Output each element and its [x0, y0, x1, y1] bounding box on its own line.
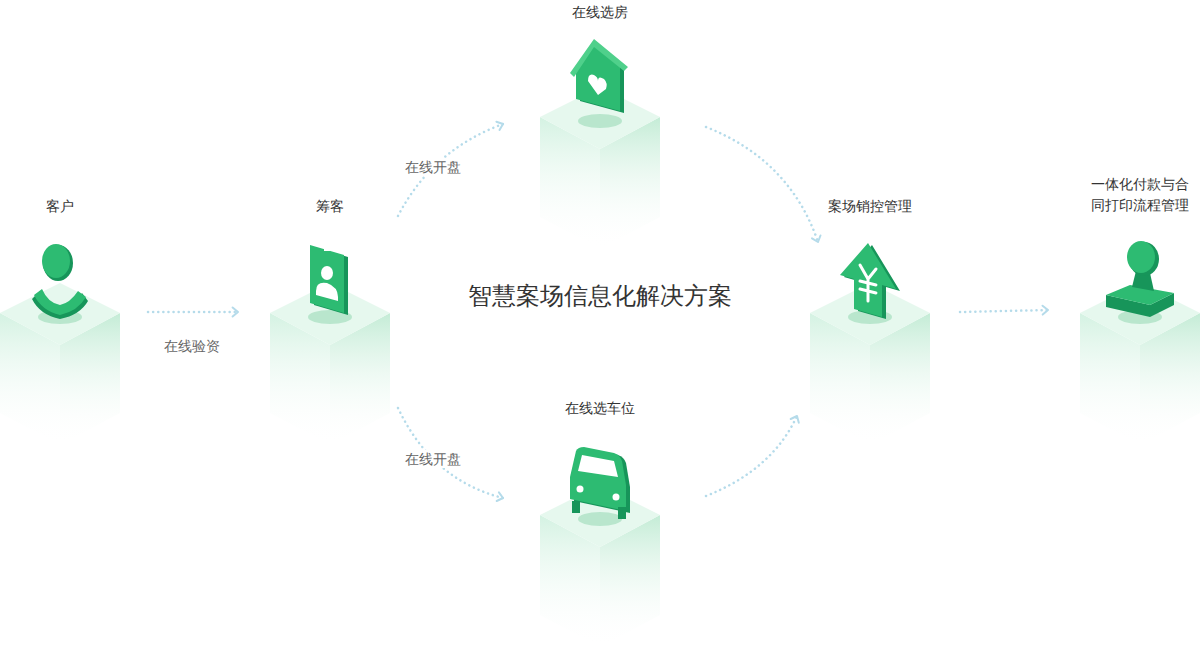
- cube-illustration: [1080, 174, 1200, 448]
- cube-illustration: [0, 196, 120, 448]
- cube-node: 在线选房: [540, 2, 660, 252]
- cube-top-face: [270, 283, 390, 345]
- node-icon: [1106, 241, 1174, 324]
- cube-node: 一体化付款与合同打印流程管理: [1080, 174, 1200, 448]
- node-label: 在线选车位: [540, 398, 660, 419]
- cube-illustration: [810, 196, 930, 448]
- icon-light: [613, 494, 620, 501]
- icon-wheel: [618, 507, 626, 519]
- icon-shadow: [578, 512, 622, 526]
- arrow-head: [812, 236, 821, 243]
- connector-line: [960, 310, 1048, 312]
- edge-label: 在线开盘: [402, 450, 464, 468]
- node-icon: [570, 39, 628, 128]
- icon-head: [43, 245, 73, 281]
- cube-top-face: [0, 283, 120, 345]
- edge-label: 在线开盘: [402, 158, 464, 176]
- icon-face: [316, 283, 338, 301]
- icon-face: [321, 266, 333, 280]
- arrow-head: [497, 492, 503, 501]
- icon-heart: [588, 75, 607, 95]
- cube-node: 筹客: [270, 196, 390, 448]
- connector-line: [706, 127, 818, 242]
- cube-illustration: [270, 196, 390, 448]
- dotted-connector: [706, 416, 799, 496]
- cube-node: 客户: [0, 196, 120, 448]
- dotted-connector: [706, 127, 821, 242]
- icon-yen-mark: [860, 265, 876, 301]
- diagram-title: 智慧案场信息化解决方案: [468, 281, 732, 311]
- cube-illustration: [540, 2, 660, 252]
- arrow-head: [233, 308, 238, 317]
- icon-head: [42, 244, 70, 278]
- connector-line: [398, 408, 503, 498]
- node-label: 案场销控管理: [810, 196, 930, 217]
- node-icon: [570, 447, 630, 526]
- dotted-connector: [148, 308, 238, 317]
- icon-stamp-head: [1127, 241, 1155, 273]
- node-label: 一体化付款与合同打印流程管理: [1088, 174, 1192, 216]
- node-icon: [32, 244, 88, 324]
- icon-body: [34, 289, 86, 315]
- connector-line: [706, 416, 797, 496]
- node-icon: [840, 243, 900, 324]
- dotted-connector: [398, 122, 503, 216]
- node-icon: [308, 245, 352, 324]
- dotted-connector: [960, 306, 1048, 315]
- dotted-connector: [398, 408, 503, 501]
- icon-window: [578, 455, 618, 477]
- icon-light: [577, 486, 584, 493]
- arrow-head: [1043, 306, 1049, 315]
- cube-node: 案场销控管理: [810, 196, 930, 448]
- cube-node: 在线选车位: [540, 398, 660, 650]
- node-label: 筹客: [270, 196, 390, 217]
- icon-arrow: [840, 243, 896, 317]
- icon-roof: [570, 39, 628, 77]
- cube-illustration: [540, 398, 660, 650]
- connector-line: [398, 124, 503, 216]
- cube-top-face: [1080, 283, 1200, 345]
- icon-clip: [324, 245, 330, 251]
- node-label: 在线选房: [540, 2, 660, 23]
- icon-wheel: [572, 501, 580, 513]
- icon-shadow: [578, 114, 622, 128]
- connector-line: [148, 311, 238, 314]
- icon-card: [310, 245, 344, 313]
- icon-house: [576, 45, 620, 111]
- arrow-head: [496, 122, 503, 130]
- edge-label: 在线验资: [161, 337, 223, 355]
- arrow-head: [791, 416, 799, 423]
- node-label: 客户: [0, 196, 120, 217]
